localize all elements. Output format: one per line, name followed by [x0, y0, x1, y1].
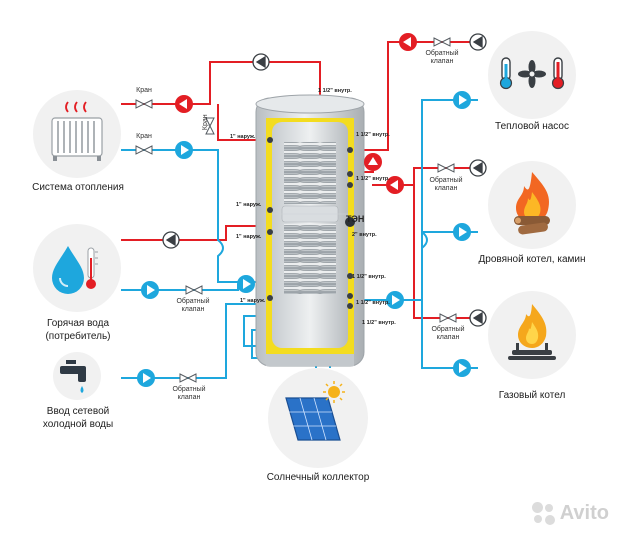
- solar-collector-label: Солнечный коллектор: [266, 472, 370, 483]
- gas-burner-icon: [508, 304, 556, 360]
- valve-icon: [433, 37, 451, 47]
- check-valve-label: Обратный клапан: [429, 177, 463, 193]
- hot-water-circle: [33, 224, 121, 312]
- arrow-left-red-icon: [399, 33, 417, 51]
- fitting-label: 1" наруж.: [230, 134, 256, 140]
- fitting-label: 2" внутр.: [352, 232, 377, 238]
- arrow-right-blue-icon: [141, 281, 159, 299]
- valve-icon: [135, 99, 153, 109]
- fitting-label: 1" наруж.: [236, 202, 262, 208]
- valves: [135, 37, 457, 383]
- pump-icon-heating: [252, 53, 270, 71]
- pump-icon-gas: [469, 309, 487, 327]
- fitting-label-top: 1 1/2" внутр.: [318, 88, 352, 94]
- cold-water-circle: [53, 352, 101, 400]
- check-valve-label: Обратный клапан: [425, 50, 459, 66]
- valve-icon: [179, 373, 197, 383]
- fitting-label: 1 1/2" внутр.: [356, 300, 390, 306]
- avito-logo-icon: [530, 500, 556, 526]
- valve-icon: [135, 145, 153, 155]
- check-valve-label: Обратный клапан: [172, 386, 206, 402]
- arrow-right-blue-icon: [386, 291, 404, 309]
- fitting-label: 1" наруж.: [240, 298, 266, 304]
- flow-arrows: [137, 33, 471, 387]
- pump-icon-wood: [469, 159, 487, 177]
- avito-watermark-text: Avito: [559, 501, 609, 524]
- gas-boiler-circle: [488, 291, 576, 379]
- heat-pump-icon: [499, 57, 565, 90]
- wood-fire-icon: [514, 172, 550, 235]
- arrow-right-blue-icon: [175, 141, 193, 159]
- heating-element-label: ТЭН: [346, 214, 365, 224]
- water-tap-icon: [60, 360, 86, 393]
- arrow-up-red-icon: [364, 153, 382, 171]
- arrow-right-blue-icon: [237, 275, 255, 293]
- arrow-right-blue-icon: [137, 369, 155, 387]
- storage-tank: [255, 94, 365, 367]
- valve-label-kran-vertical: Кран: [201, 114, 209, 131]
- avito-watermark: Avito: [530, 500, 609, 526]
- valve-icon: [205, 117, 215, 135]
- fitting-label: 1 1/2" внутр.: [356, 176, 390, 182]
- check-valve-label: Обратный клапан: [176, 298, 210, 314]
- pump-icon-hot-water: [162, 231, 180, 249]
- valve-label-kran: Кран: [136, 87, 152, 94]
- fitting-label: 1" наруж.: [236, 234, 262, 240]
- arrow-left-red-icon: [386, 176, 404, 194]
- wood-boiler-circle: [488, 161, 576, 249]
- hot-water-label: Горячая вода (потребитель): [45, 318, 111, 342]
- water-drop-thermometer-icon: [52, 246, 98, 294]
- arrow-right-blue-icon: [453, 223, 471, 241]
- heating-system-label: Система отопления: [32, 182, 124, 193]
- valve-icon: [437, 163, 455, 173]
- fitting-label: 1 1/2" внутр.: [352, 274, 386, 280]
- valve-label-kran: Кран: [136, 133, 152, 140]
- valve-icon: [185, 285, 203, 295]
- valve-icon: [439, 313, 457, 323]
- solar-panel-icon: [285, 381, 345, 441]
- pump-icon-heat-pump: [469, 33, 487, 51]
- check-valve-label: Обратный клапан: [431, 326, 465, 342]
- fitting-label: 1 1/2" внутр.: [356, 132, 390, 138]
- heating-system-circle: [33, 90, 121, 178]
- radiator-icon: [51, 101, 103, 161]
- arrow-right-blue-icon: [453, 91, 471, 109]
- cold-water-label: Ввод сетевой холодной воды: [42, 406, 114, 430]
- gas-boiler-label: Газовый котел: [498, 390, 566, 401]
- wood-boiler-label: Дровяной котел, камин: [478, 254, 586, 265]
- solar-collector-circle: [268, 368, 368, 468]
- arrow-left-red-icon: [175, 95, 193, 113]
- circulation-pumps: [162, 33, 487, 327]
- fitting-label: 1 1/2" внутр.: [362, 320, 396, 326]
- heat-pump-circle: [488, 31, 576, 119]
- heat-pump-label: Тепловой насос: [495, 121, 569, 132]
- arrow-right-blue-icon: [453, 359, 471, 377]
